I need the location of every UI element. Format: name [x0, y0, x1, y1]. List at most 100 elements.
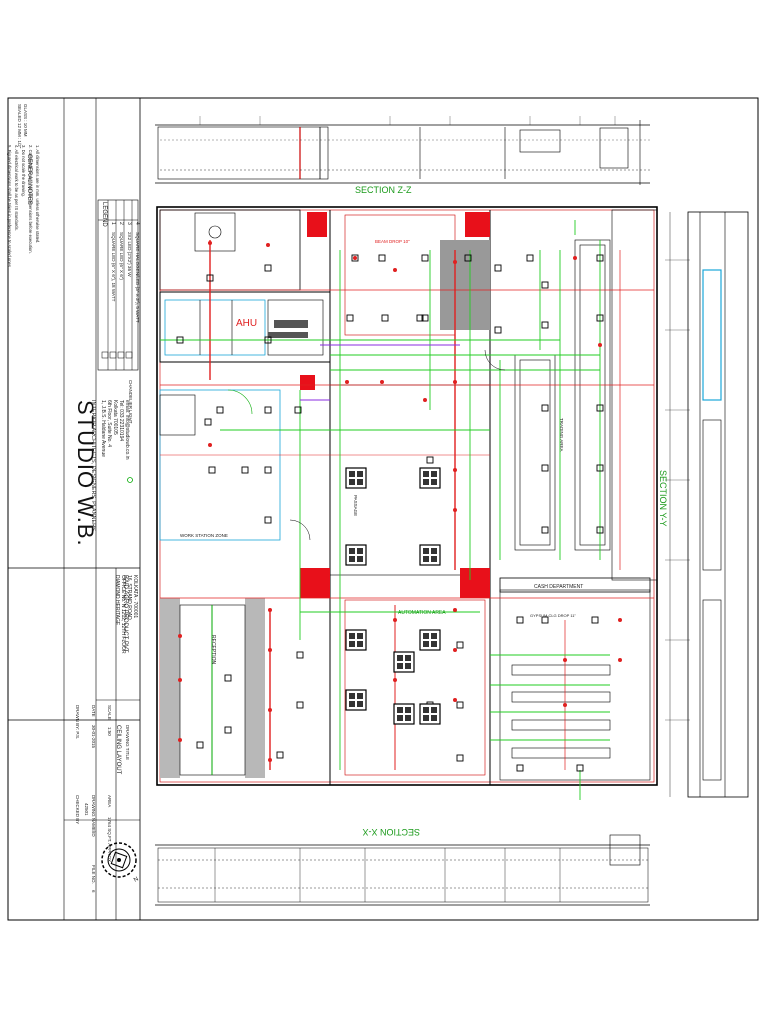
cable-point	[268, 758, 272, 762]
square-led-fixture	[426, 456, 434, 464]
client-address-line: KOLKATA - 700001	[132, 575, 138, 618]
square-led-fixture	[196, 741, 204, 749]
square-led-fixture	[576, 764, 584, 772]
legend-row-text: SQUARE LED (6" X 6"), 18 WATT	[111, 232, 116, 302]
section-zz-elevation	[155, 116, 650, 185]
square-led-fixture	[216, 406, 224, 414]
square-led-fixture	[421, 314, 429, 322]
2x2-led-panel	[393, 703, 415, 725]
2x2-led-panel	[419, 629, 441, 651]
notes-lines: 1. All dimensions are in mm. unless othe…	[7, 145, 40, 268]
automation-area-label: AUTOMATION AREA	[398, 610, 446, 616]
cable-point	[345, 380, 349, 384]
notes-pad-bottom: SEALED 12 MM : 1/2"	[17, 104, 22, 149]
square-led-fixture	[541, 526, 549, 534]
cable-point	[268, 708, 272, 712]
cable-point	[266, 243, 270, 247]
square-led-fixture	[596, 314, 604, 322]
note-line: 3. Do not scale the drawing.	[21, 145, 26, 197]
square-led-fixture	[516, 764, 524, 772]
square-led-fixture	[516, 616, 524, 624]
north-letter: N	[133, 876, 140, 883]
cable-point	[598, 343, 602, 347]
square-led-fixture	[224, 726, 232, 734]
notes-pad-top: GLASS : 10 MM	[23, 104, 28, 137]
file-label: FILE NO.	[91, 865, 96, 884]
cable-point	[453, 508, 457, 512]
square-led-fixture	[416, 314, 424, 322]
2x2-led-panel	[345, 544, 367, 566]
passage-label: PASSAGE	[353, 495, 358, 516]
square-led-fixture	[456, 701, 464, 709]
legend-row-text: SQUARE LED (6" X 6")	[119, 232, 124, 280]
square-led-fixture	[346, 314, 354, 322]
title-block: GLASS : 10 MM SEALED 12 MM : 1/2" GENERA…	[7, 97, 141, 921]
cable-point	[453, 380, 457, 384]
studio-address-line: Tel: 033 22310194	[118, 400, 124, 441]
legend-row-number: 1	[110, 222, 116, 225]
square-led-fixture	[264, 516, 272, 524]
square-led-fixture	[541, 464, 549, 472]
cable-point	[453, 260, 457, 264]
cable-point	[453, 698, 457, 702]
reception-label: RECEPTION	[210, 635, 216, 665]
section-yy-label: SECTION Y-Y	[658, 470, 668, 527]
studio-address-line: 1, J.B.S. Haldane Avenue	[100, 400, 106, 457]
square-led-fixture	[224, 674, 232, 682]
cable-point	[353, 256, 357, 260]
drawing-no-value: 42501	[84, 803, 89, 816]
led-panels	[345, 467, 441, 725]
date-value: 30-01-2015	[91, 725, 96, 749]
cable-points	[178, 241, 622, 762]
cable-point	[423, 398, 427, 402]
scale-label: SCALE	[107, 705, 112, 720]
note-line: 4. All electrical work to be as per IS s…	[14, 145, 19, 231]
note-line: 2. Contractor to verify all site dimensi…	[28, 145, 33, 254]
square-led-fixture	[541, 404, 549, 412]
cable-point	[178, 678, 182, 682]
legend-row-text: SQUARE HALOGEN/LED (3" X 3"), 5 WATT	[135, 232, 140, 323]
square-led-fixture	[276, 751, 284, 759]
section-xx-elevation	[155, 834, 650, 906]
cable-point	[453, 468, 457, 472]
cable-point	[563, 703, 567, 707]
cable-point	[573, 256, 577, 260]
square-led-fixture	[541, 281, 549, 289]
scale-value: 1:50	[107, 727, 112, 736]
legend-extra-chandelier: CHANDELIER LIGHT	[128, 380, 133, 424]
trading-area-label: TRADING AREA	[559, 418, 564, 452]
drawn-by: DRAWN BY: P.S.	[75, 705, 80, 739]
legend-row-number: 4	[134, 222, 140, 225]
square-led-fixture	[596, 254, 604, 262]
square-led-fixture	[264, 406, 272, 414]
client-address-line: OFFICE No. N 1212, 12TH FLOOR	[120, 575, 126, 654]
cable-point	[268, 648, 272, 652]
square-led-fixture	[494, 326, 502, 334]
beam-drop-label: BEAM DROP 10"	[375, 239, 410, 244]
cable-point	[268, 608, 272, 612]
gypsum-drop-label: GYPSUM CLG DROP 11"	[530, 613, 577, 618]
legend-row-text: 2X2 LED (2'X2') 36 W	[127, 232, 132, 277]
2x2-led-panel	[345, 689, 367, 711]
square-led-fixture	[241, 466, 249, 474]
square-led-fixture	[206, 274, 214, 282]
cable-point	[453, 648, 457, 652]
work-station-zone-label: WORK STATION ZONE	[180, 533, 228, 538]
cash-department-label: CASH DEPARTMENT	[534, 584, 583, 590]
cable-point	[618, 618, 622, 622]
client-address-line: DIAMOND HERITAGE	[114, 575, 120, 626]
2x2-led-panel	[419, 703, 441, 725]
square-led-fixture	[541, 616, 549, 624]
section-yy-elevation	[665, 211, 749, 798]
square-led-fixture	[381, 314, 389, 322]
square-led-fixture	[176, 336, 184, 344]
legend-row-number: 3	[126, 222, 132, 225]
square-led-fixture	[421, 254, 429, 262]
note-line: 5. Figured dimensions shall be taken in …	[7, 145, 12, 268]
square-led-fixture	[264, 466, 272, 474]
